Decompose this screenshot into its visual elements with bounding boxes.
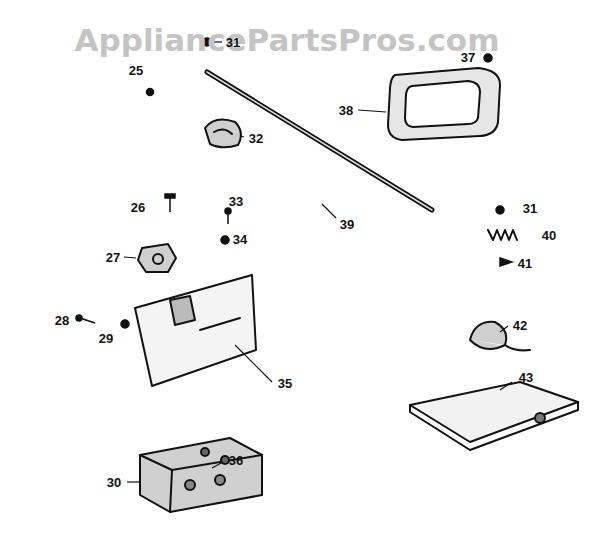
callout-number: 28 [55,314,69,327]
callout-number: 36 [229,454,243,467]
callout-number: 31 [226,36,240,49]
callout-number: 37 [461,51,475,64]
callout-number: 26 [131,201,145,214]
callout-number: 42 [513,319,527,332]
callout-number: 35 [278,377,292,390]
callout-number: 33 [229,195,243,208]
callout-number: 30 [107,476,121,489]
callout-number: 41 [518,257,532,270]
callout-number: 32 [249,132,263,145]
callout-number: 27 [106,251,120,264]
callout-number: 25 [129,64,143,77]
callout-number: 39 [340,218,354,231]
callout-number: 43 [519,371,533,384]
callout-number: 29 [99,332,113,345]
watermark: AppliancePartsPros.com [75,25,500,56]
callout-number: 40 [542,229,556,242]
callout-number: 38 [339,104,353,117]
callout-number: 34 [233,233,247,246]
callout-number: 31 [523,202,537,215]
